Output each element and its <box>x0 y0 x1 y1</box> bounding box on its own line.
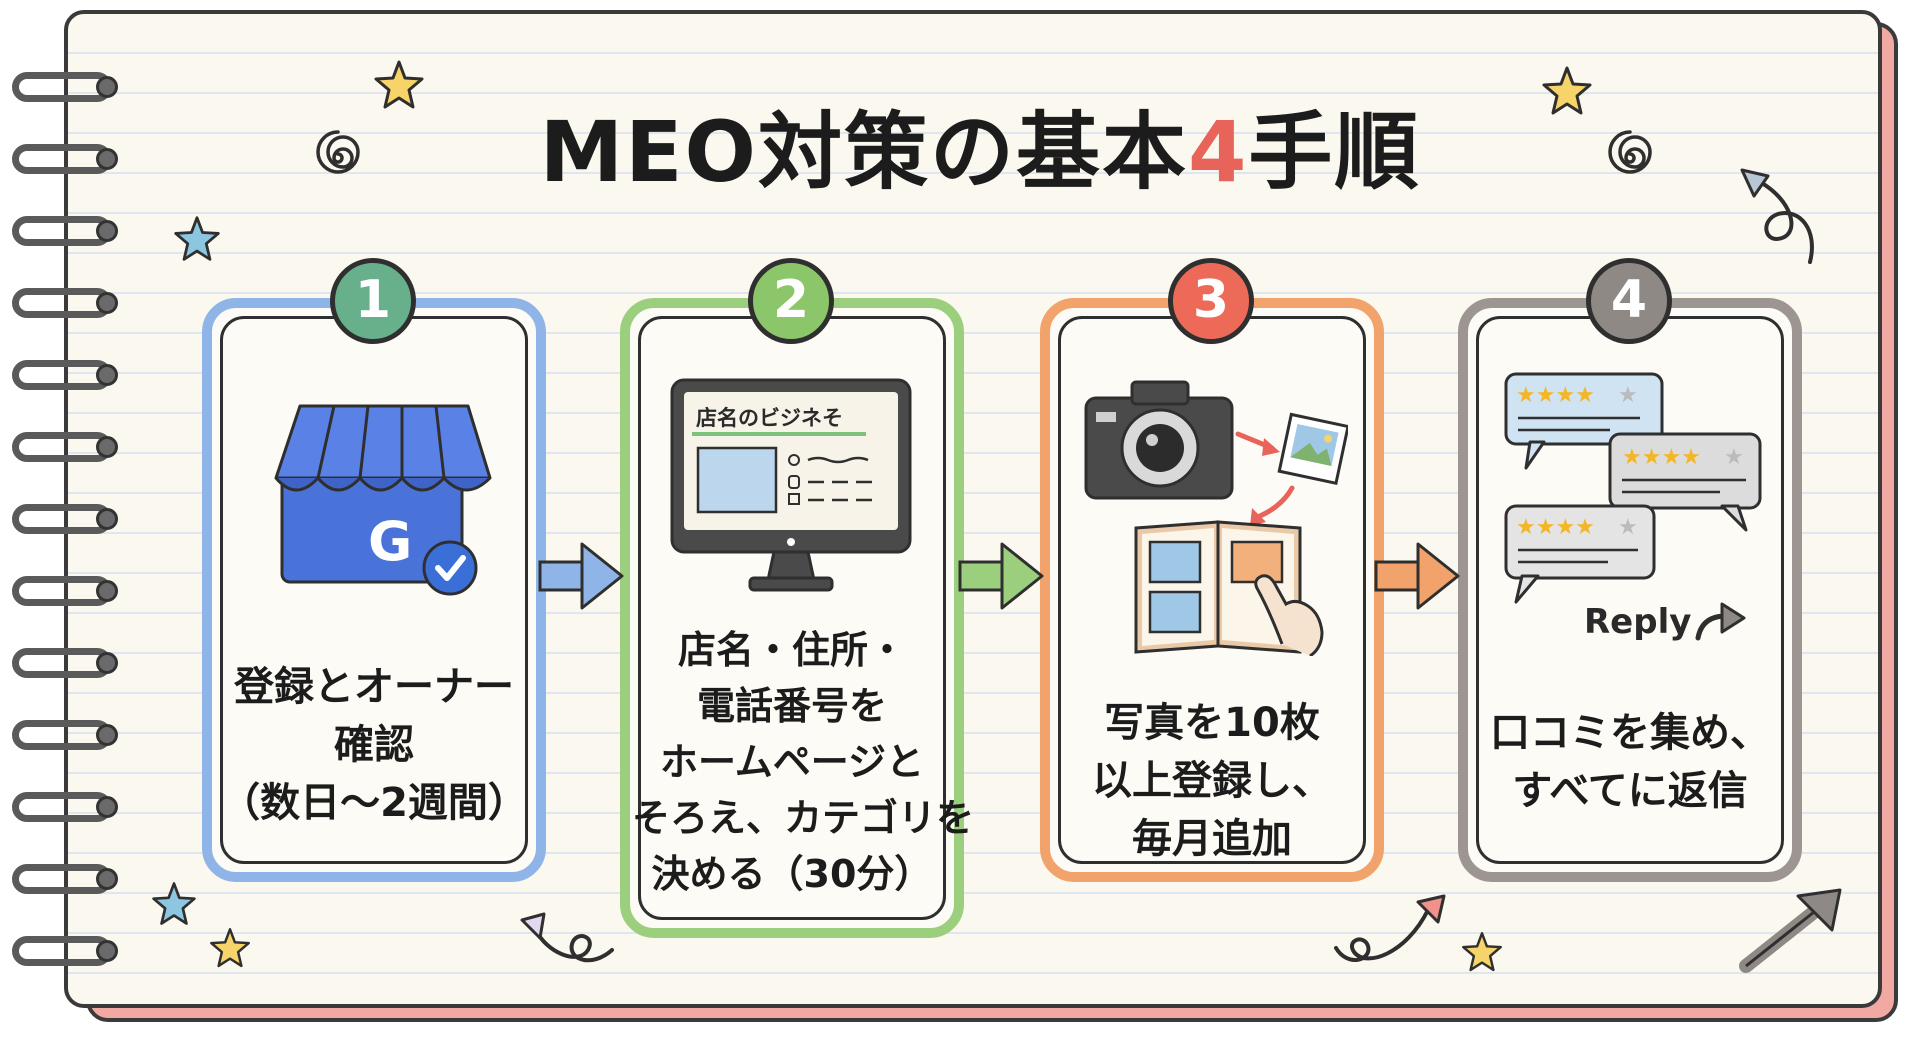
binding-ring <box>12 864 120 898</box>
step-card-1 <box>202 298 546 882</box>
curly-arrow-icon <box>1334 894 1446 962</box>
star-icon <box>174 216 220 261</box>
svg-text:★★★★: ★★★★ <box>1622 445 1701 470</box>
curly-arrow-icon <box>1740 168 1814 264</box>
step-badge-1: 1 <box>330 258 416 344</box>
binding-ring <box>12 792 120 826</box>
step-3-line: 写真を10枚 <box>1104 700 1320 746</box>
step-2-line: 電話番号を <box>696 684 887 728</box>
step-badge-4: 4 <box>1586 258 1672 344</box>
binding-ring <box>12 648 120 682</box>
step-2-line: 決める（30分） <box>651 852 933 896</box>
swirl-icon <box>316 130 360 174</box>
curly-arrow-icon <box>520 912 614 963</box>
binding-ring <box>12 432 120 466</box>
title-number: 4 <box>1187 103 1249 201</box>
page-title: MEO対策の基本4手順 <box>430 92 1530 212</box>
svg-text:G: G <box>368 510 412 573</box>
step-4-line: すべてに返信 <box>1512 768 1748 814</box>
binding-ring <box>12 720 120 754</box>
swirl-icon <box>1608 130 1652 174</box>
arrow-right-icon <box>538 542 624 610</box>
star-icon <box>1462 932 1502 972</box>
step-2-line: ホームページと <box>659 740 925 784</box>
step-badge-2: 2 <box>748 258 834 344</box>
title-suffix: 手順 <box>1248 103 1421 201</box>
star-icon <box>210 928 250 968</box>
binding-ring <box>12 144 120 178</box>
step-3-line: 以上登録し、 <box>1092 758 1332 804</box>
step-4-description: 口コミを集め、 すべてに返信 <box>1470 704 1790 820</box>
step-3-description: 写真を10枚 以上登録し、 毎月追加 <box>1052 694 1372 868</box>
arrow-up-right-icon <box>1739 888 1842 973</box>
svg-text:★: ★ <box>1618 383 1638 408</box>
step-1-line: 登録とオーナー <box>234 664 514 710</box>
step-badge-3: 3 <box>1168 258 1254 344</box>
step-2-description: 店名・住所・ 電話番号を ホームページと そろえ、カテゴリを 決める（30分） <box>632 622 975 902</box>
star-icon <box>152 882 196 925</box>
step-4-line: 口コミを集め、 <box>1490 710 1770 756</box>
step-1-line: （数日〜2週間） <box>220 780 528 826</box>
step-2-line: そろえ、カテゴリを <box>632 796 975 840</box>
binding-ring <box>12 360 120 394</box>
arrow-right-icon <box>1374 542 1460 610</box>
binding-ring <box>12 936 120 970</box>
star-icon <box>1542 66 1592 115</box>
reply-label: Reply <box>1584 602 1692 642</box>
binding-ring <box>12 216 120 250</box>
title-prefix: MEO対策の基本 <box>539 103 1188 201</box>
binding-ring <box>12 72 120 106</box>
arrow-right-icon <box>958 542 1044 610</box>
monitor-listing-icon <box>670 378 912 592</box>
camera-photo-album-icon <box>1084 380 1348 656</box>
svg-text:★: ★ <box>1618 515 1638 540</box>
step-3-line: 毎月追加 <box>1132 816 1292 862</box>
star-icon <box>374 60 424 109</box>
svg-text:★★★★: ★★★★ <box>1516 383 1595 408</box>
step-2-line: 店名・住所・ <box>677 628 906 672</box>
svg-text:★: ★ <box>1724 445 1744 470</box>
binding-ring <box>12 576 120 610</box>
step-1-line: 確認 <box>334 722 414 768</box>
google-business-store-icon: G <box>274 404 492 596</box>
binding-ring <box>12 288 120 322</box>
listing-business-name: 店名のビジネそ <box>696 406 843 430</box>
binding-ring <box>12 504 120 538</box>
step-1-description: 登録とオーナー 確認 （数日〜2週間） <box>214 658 534 832</box>
review-bubbles-icon: ★★★★★ ★★★★★ ★★★★★ <box>1504 372 1762 604</box>
svg-text:★★★★: ★★★★ <box>1516 515 1595 540</box>
reply-arrow-icon <box>1695 602 1746 641</box>
